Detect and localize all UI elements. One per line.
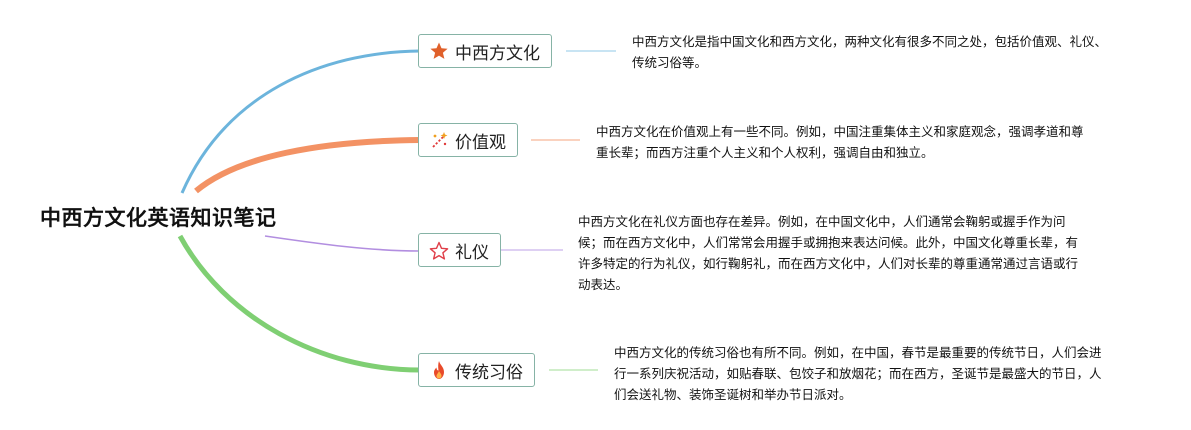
description-values: 中西方文化在价值观上有一些不同。例如，中国注重集体主义和家庭观念，强调孝道和尊重… [596, 124, 1084, 160]
sparkle-wand-icon [429, 130, 449, 150]
description-etiquette: 中西方文化在礼仪方面也存在差异。例如，在中国文化中，人们通常会鞠躬或握手作为问候… [578, 214, 1079, 292]
node-culture-label: 中西方文化 [455, 43, 540, 64]
node-etiquette-label: 礼仪 [455, 242, 489, 263]
node-culture[interactable]: 中西方文化 [418, 34, 552, 68]
node-etiquette[interactable]: 礼仪 [418, 233, 501, 267]
description-culture: 中西方文化是指中国文化和西方文化，两种文化有很多不同之处，包括价值观、礼仪、传统… [632, 34, 1108, 70]
branch-line-customs [177, 234, 421, 373]
branch-line-values [194, 137, 421, 194]
node-values-label: 价值观 [455, 132, 506, 153]
flame-icon [429, 360, 449, 380]
root-topic[interactable]: 中西方文化英语知识笔记 [40, 206, 277, 230]
node-customs-label: 传统习俗 [455, 362, 523, 383]
description-customs: 中西方文化的传统习俗也有所不同。例如，在中国，春节是最重要的传统节日，人们会进行… [614, 345, 1102, 402]
star-outline-icon [429, 240, 449, 260]
branch-line-culture [180, 49, 421, 194]
star-filled-icon [429, 41, 449, 61]
node-values[interactable]: 价值观 [418, 123, 518, 157]
node-customs[interactable]: 传统习俗 [418, 353, 535, 387]
branch-line-etiquette [264, 235, 421, 252]
